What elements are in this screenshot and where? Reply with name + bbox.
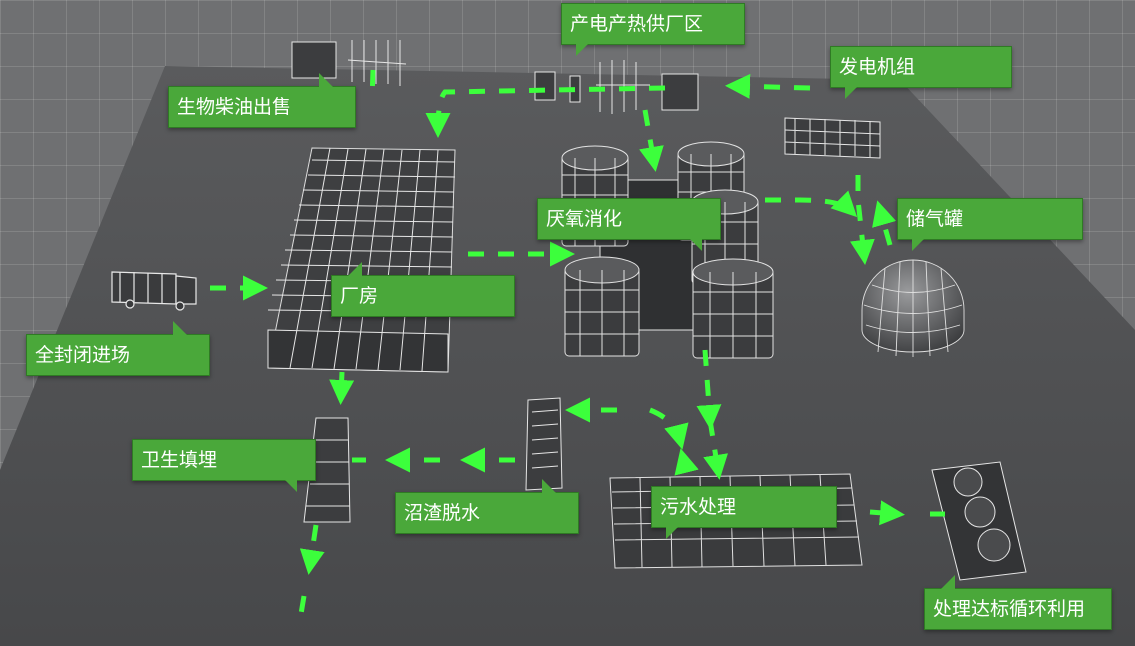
label-anaerobic-digestion: 厌氧消化 — [537, 198, 721, 251]
label-plant-building: 厂房 — [331, 262, 515, 317]
label-treated-recycling: 处理达标循环利用 — [924, 575, 1112, 630]
cooling-unit-model — [931, 461, 1027, 581]
truck-model — [111, 271, 197, 311]
gas-holder-model — [861, 259, 965, 357]
flow-arrows — [210, 69, 945, 621]
biodiesel-units-model — [291, 40, 407, 86]
label-biodiesel-sale: 生物柴油出售 — [168, 73, 356, 128]
label-sealed-entry: 全封闭进场 — [26, 321, 210, 376]
label-power-heat-area: 产电产热供厂区 — [561, 3, 745, 56]
label-sewage-treatment: 污水处理 — [651, 486, 837, 539]
label-sanitary-landfill: 卫生填埋 — [132, 439, 316, 492]
label-gas-tank: 储气罐 — [897, 198, 1083, 251]
dewatering-machine-model — [525, 397, 563, 491]
label-generator-set: 发电机组 — [830, 46, 1012, 99]
label-biogas-residue-dewatering: 沼渣脱水 — [395, 479, 579, 534]
generator-set-model — [784, 117, 881, 159]
